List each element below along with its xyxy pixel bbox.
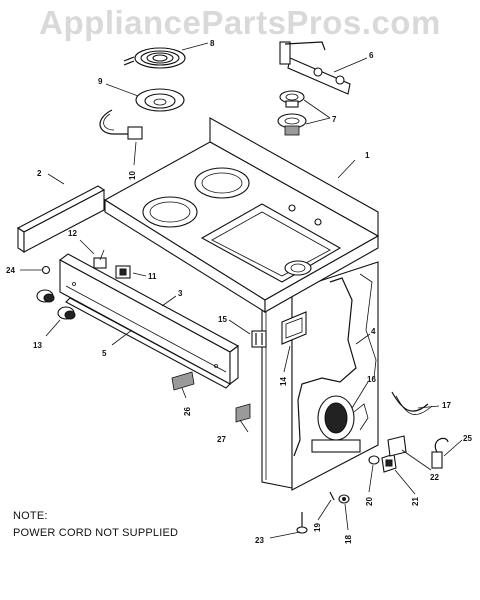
mounting-bracket	[281, 311, 307, 345]
start-relay	[387, 435, 407, 457]
callout-24: 24	[6, 266, 15, 275]
drip-pan	[135, 88, 185, 112]
countertop-with-sink	[103, 117, 380, 313]
callout-7: 7	[332, 115, 337, 124]
watermark-logo: AppliancePartsPros.com	[39, 4, 441, 41]
switch-left	[93, 249, 107, 269]
callout-1: 1	[365, 151, 370, 160]
callout-15: 15	[218, 315, 227, 324]
rocker-switch	[251, 330, 267, 348]
callout-13: 13	[33, 341, 42, 350]
callout-6: 6	[369, 51, 374, 60]
warning-label	[235, 403, 251, 423]
callout-numbers: 1 2 3 4 5 6 7 8 9 10 11 12 13 14 15 16 1…	[6, 39, 472, 545]
leveling-leg	[296, 512, 308, 534]
cord-plug	[431, 437, 449, 469]
callout-16: 16	[367, 375, 376, 384]
note-text: POWER CORD NOT SUPPLIED	[13, 527, 179, 539]
callout-25: 25	[463, 434, 472, 443]
callout-20: 20	[365, 497, 374, 506]
burner-receptacle	[99, 109, 143, 140]
switch-right	[115, 265, 131, 279]
callout-27: 27	[217, 435, 226, 444]
callout-21: 21	[411, 497, 420, 506]
callout-14: 14	[279, 377, 288, 386]
callout-18: 18	[344, 535, 353, 544]
sink-strainers	[277, 90, 307, 136]
callout-22: 22	[430, 473, 439, 482]
callout-2: 2	[37, 169, 42, 178]
trim-strip	[65, 297, 231, 389]
grommet	[368, 455, 380, 465]
callout-3: 3	[178, 289, 183, 298]
leader-lines	[20, 42, 463, 539]
callout-8: 8	[210, 39, 215, 48]
control-knob-lower	[57, 306, 76, 320]
control-panel	[58, 253, 240, 386]
control-knob-upper	[36, 289, 55, 303]
callout-11: 11	[148, 272, 157, 281]
callout-4: 4	[371, 327, 376, 336]
cabinet-body	[261, 261, 379, 491]
note-heading: NOTE:	[13, 510, 48, 522]
refrigerant-tubing	[391, 391, 433, 416]
screw-19	[329, 491, 335, 501]
overload-protector	[381, 453, 397, 473]
callout-10: 10	[128, 171, 137, 180]
nut-18	[338, 494, 350, 504]
coil-burner-element	[123, 47, 186, 69]
callout-17: 17	[442, 401, 451, 410]
callout-26: 26	[183, 407, 192, 416]
callout-5: 5	[102, 349, 107, 358]
compressor	[311, 395, 369, 453]
faucet	[279, 41, 351, 95]
callout-23: 23	[255, 536, 264, 545]
callout-12: 12	[68, 229, 77, 238]
callout-19: 19	[313, 523, 322, 532]
backsplash-panel	[16, 185, 106, 254]
pilot-light-lens	[41, 265, 51, 275]
callout-9: 9	[98, 77, 103, 86]
label-plate	[171, 371, 195, 391]
